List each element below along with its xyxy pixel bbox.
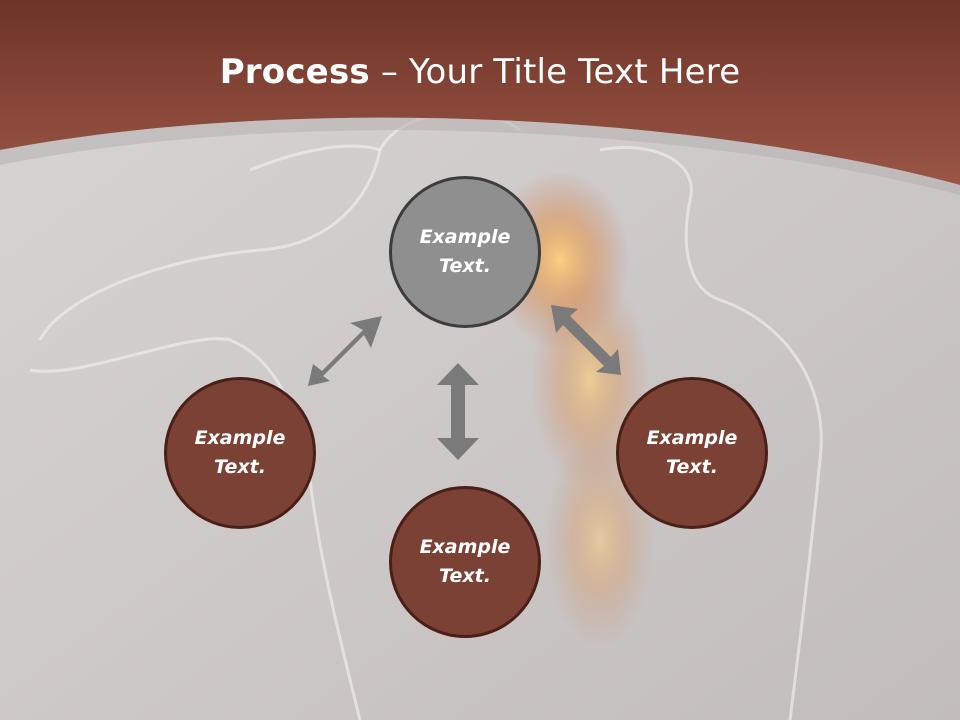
- title-rest: – Your Title Text Here: [369, 52, 741, 92]
- arrow-right-diagonal: [551, 305, 621, 375]
- circle-bottom-text: Example Text.: [419, 536, 511, 587]
- slide-title: Process – Your Title Text Here: [0, 52, 960, 92]
- arrow-left-diagonal: [308, 316, 382, 386]
- circle-top-text: Example Text.: [419, 226, 511, 277]
- circle-right: Example Text.: [616, 377, 768, 529]
- circle-left-text: Example Text.: [194, 427, 286, 478]
- title-bold: Process: [219, 52, 370, 92]
- circle-bottom: Example Text.: [389, 486, 541, 638]
- circle-left: Example Text.: [164, 377, 316, 529]
- circle-right-text: Example Text.: [646, 427, 738, 478]
- circle-top: Example Text.: [389, 176, 541, 328]
- arrow-vertical: [437, 363, 479, 460]
